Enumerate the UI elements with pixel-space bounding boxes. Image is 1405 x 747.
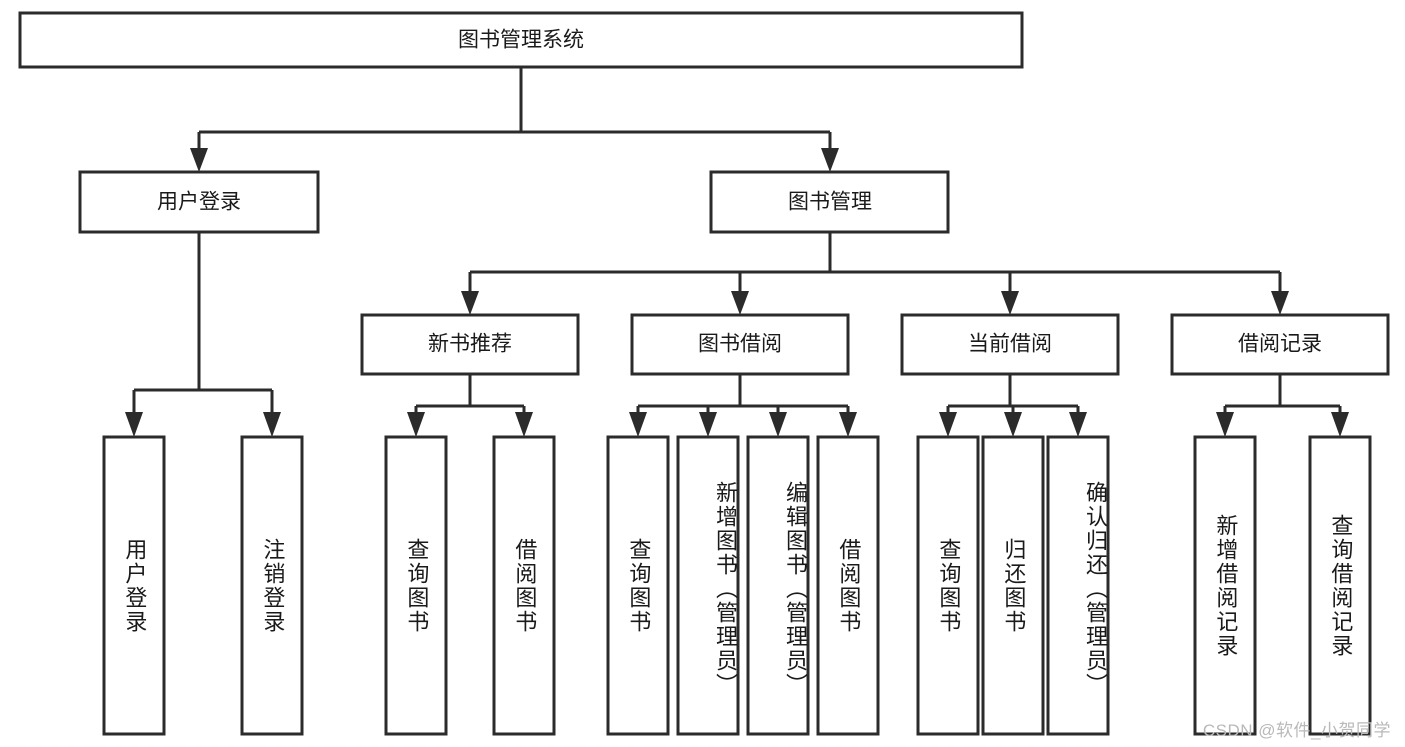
node-leaf-add-record-box[interactable] [1193,435,1257,736]
node-current-borrow-label: 当前借阅 [968,333,1052,356]
arrowhead-leaf-borrow-book-2 [839,412,857,437]
node-leaf-edit-book-label: 编辑图书（管理员） [783,480,808,697]
node-leaf-edit-book[interactable]: 编辑图书（管理员） [746,435,810,736]
arrowhead-leaf-borrow-book-1 [515,412,533,437]
node-book-manage-label: 图书管理 [788,191,872,214]
node-leaf-borrow-book-1[interactable]: 借阅图书 [492,435,556,736]
node-leaf-borrow-book-2-box[interactable] [816,435,880,736]
arrowhead-leaf-add-record [1216,412,1234,437]
arrowhead-leaf-query-book-1 [407,412,425,437]
node-leaf-logout[interactable]: 注销登录 [240,435,304,736]
node-root-box[interactable] [18,11,1024,69]
arrowhead-leaf-logout [263,412,281,437]
node-leaf-query-book-3-text-area: 查询图书 [936,537,962,634]
node-leaf-add-book-box[interactable] [676,435,740,736]
node-leaf-borrow-book-2-label: 借阅图书 [836,537,862,634]
node-book-borrow-label: 图书借阅 [698,333,782,356]
node-leaf-query-book-1-text-area: 查询图书 [404,537,430,634]
node-leaf-user-login-text-area: 用户登录 [122,537,148,634]
arrowhead-leaf-query-record [1331,412,1349,437]
node-leaf-add-record[interactable]: 新增借阅记录 [1193,435,1257,736]
node-user-login[interactable]: 用户登录 [78,170,320,234]
node-leaf-borrow-book-2-text-area: 借阅图书 [836,537,862,634]
arrowhead-leaf-add-book [699,412,717,437]
node-leaf-query-book-2-text-area: 查询图书 [626,537,652,634]
node-book-manage-box[interactable] [709,170,950,234]
arrowhead-leaf-return-book [1004,412,1022,437]
arrowhead-book-borrow [731,291,749,315]
node-leaf-add-book-label: 新增图书（管理员） [713,480,738,697]
node-leaf-add-record-label: 新增借阅记录 [1213,513,1239,658]
node-leaf-return-book-label: 归还图书 [1001,537,1027,634]
node-new-book-rec-label: 新书推荐 [428,333,512,356]
arrowhead-new-book-rec [461,291,479,315]
node-leaf-borrow-book-1-text-area: 借阅图书 [512,537,538,634]
node-book-manage[interactable]: 图书管理 [709,170,950,234]
node-book-borrow[interactable]: 图书借阅 [630,313,850,376]
arrowhead-leaf-edit-book [769,412,787,437]
node-leaf-query-book-1[interactable]: 查询图书 [384,435,448,736]
node-leaf-confirm-return-label: 确认归还（管理员） [1083,480,1108,697]
node-leaf-borrow-book-2[interactable]: 借阅图书 [816,435,880,736]
node-leaf-logout-box[interactable] [240,435,304,736]
node-leaf-query-record-box[interactable] [1308,435,1372,736]
connector-layer [125,67,1349,437]
arrowhead-user-login [190,148,208,172]
arrowhead-leaf-confirm-return [1069,412,1087,437]
node-leaf-return-book[interactable]: 归还图书 [981,435,1045,736]
node-leaf-query-book-2-box[interactable] [606,435,670,736]
node-leaf-query-book-3[interactable]: 查询图书 [916,435,980,736]
arrowhead-leaf-query-book-2 [629,412,647,437]
node-leaf-confirm-return-box[interactable] [1046,435,1110,736]
node-leaf-query-book-1-box[interactable] [384,435,448,736]
node-leaf-logout-text-area: 注销登录 [260,537,286,634]
node-leaf-query-book-1-label: 查询图书 [404,537,430,634]
node-leaf-confirm-return[interactable]: 确认归还（管理员） [1046,435,1110,736]
node-leaf-add-book-text-area: 新增图书（管理员） [713,480,738,697]
node-leaf-user-login[interactable]: 用户登录 [102,435,166,736]
node-leaf-borrow-book-1-box[interactable] [492,435,556,736]
arrowhead-current-borrow [1001,291,1019,315]
arrowhead-book-manage [821,148,839,172]
node-leaf-query-record-text-area: 查询借阅记录 [1328,513,1354,658]
node-root-label: 图书管理系统 [458,29,584,52]
node-borrow-record-box[interactable] [1170,313,1390,376]
node-leaf-borrow-book-1-label: 借阅图书 [512,537,538,634]
arrowhead-borrow-record [1271,291,1289,315]
node-user-login-label: 用户登录 [157,191,241,214]
node-new-book-rec-box[interactable] [360,313,580,376]
node-leaf-return-book-text-area: 归还图书 [1001,537,1027,634]
node-leaf-query-book-2[interactable]: 查询图书 [606,435,670,736]
node-leaf-confirm-return-text-area: 确认归还（管理员） [1083,480,1108,697]
node-user-login-box[interactable] [78,170,320,234]
node-leaf-return-book-box[interactable] [981,435,1045,736]
node-leaf-query-record[interactable]: 查询借阅记录 [1308,435,1372,736]
node-leaf-edit-book-box[interactable] [746,435,810,736]
node-leaf-edit-book-text-area: 编辑图书（管理员） [783,480,808,697]
node-leaf-user-login-box[interactable] [102,435,166,736]
node-new-book-rec[interactable]: 新书推荐 [360,313,580,376]
node-leaf-query-book-3-box[interactable] [916,435,980,736]
node-current-borrow[interactable]: 当前借阅 [900,313,1120,376]
node-leaf-logout-label: 注销登录 [260,537,286,634]
node-current-borrow-box[interactable] [900,313,1120,376]
node-borrow-record-label: 借阅记录 [1238,333,1322,356]
node-leaf-query-book-3-label: 查询图书 [936,537,962,634]
arrowhead-leaf-user-login [125,412,143,437]
node-leaf-query-record-label: 查询借阅记录 [1328,513,1354,658]
node-leaf-add-book[interactable]: 新增图书（管理员） [676,435,740,736]
node-book-borrow-box[interactable] [630,313,850,376]
node-leaf-user-login-label: 用户登录 [122,537,148,634]
node-leaf-add-record-text-area: 新增借阅记录 [1213,513,1239,658]
node-root[interactable]: 图书管理系统 [18,11,1024,69]
node-leaf-query-book-2-label: 查询图书 [626,537,652,634]
arrowhead-leaf-query-book-3 [939,412,957,437]
node-borrow-record[interactable]: 借阅记录 [1170,313,1390,376]
